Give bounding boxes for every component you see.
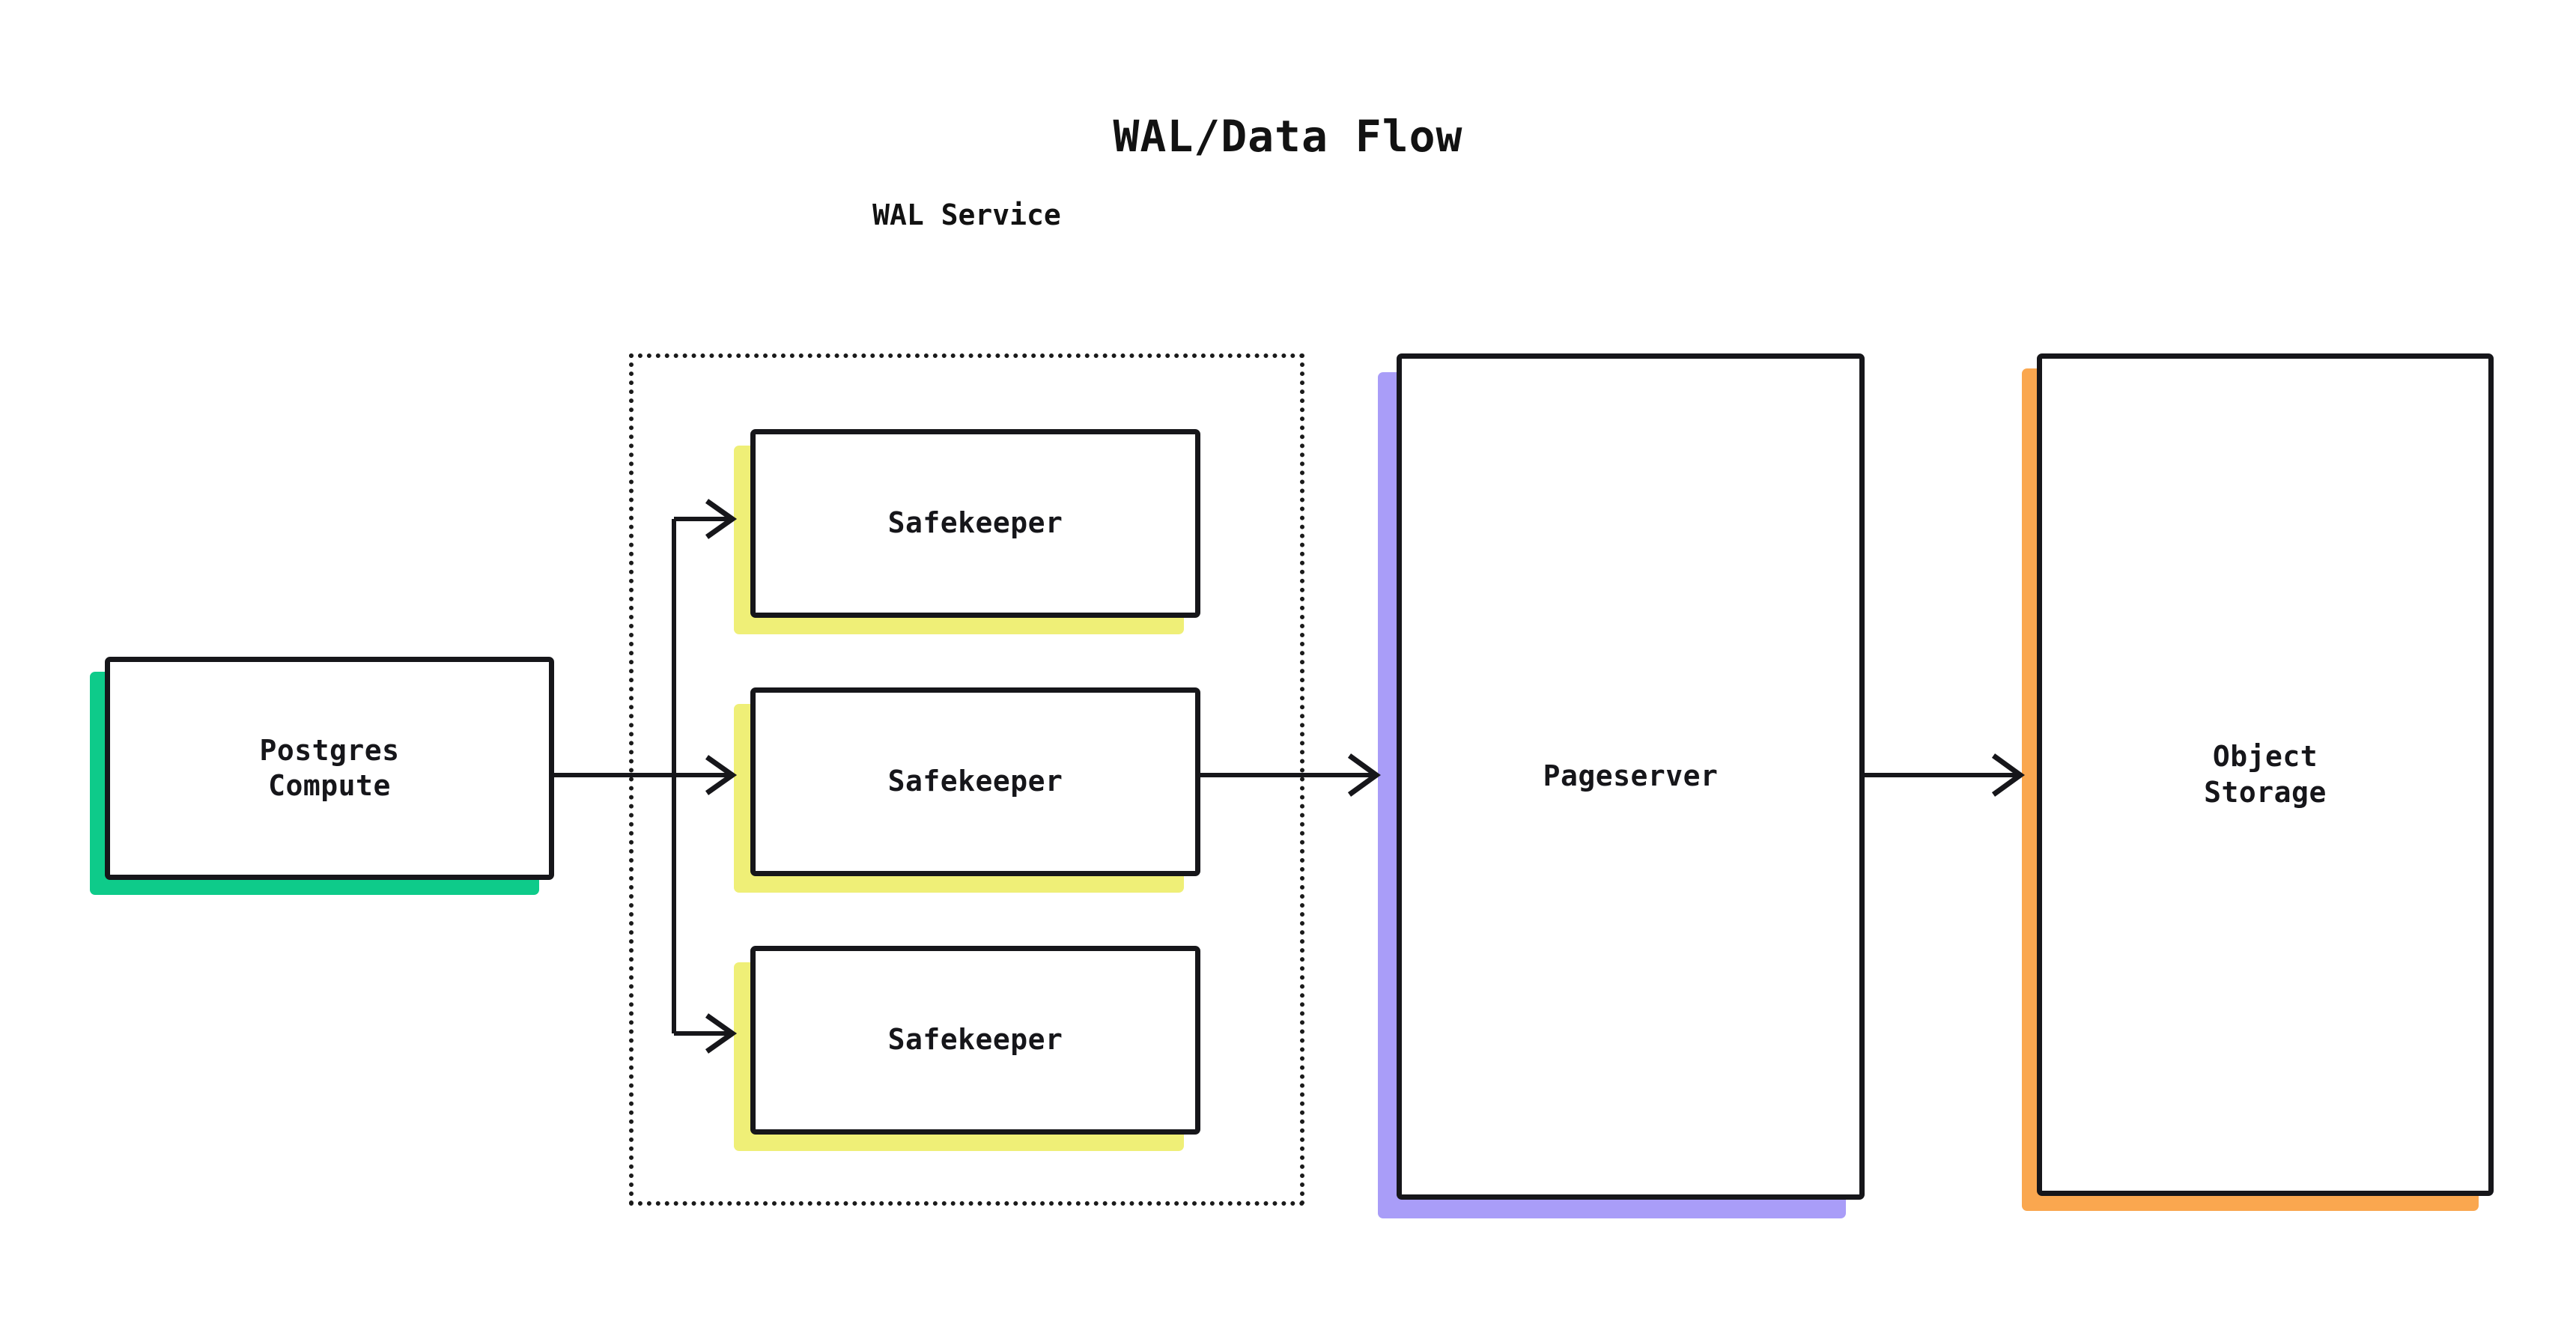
node-safekeeper-3[interactable]: Safekeeper [750, 946, 1200, 1135]
node-object-storage-label: Object Storage [2204, 740, 2327, 809]
node-pageserver[interactable]: Pageserver [1397, 353, 1865, 1200]
node-postgres-compute-label: Postgres Compute [259, 733, 400, 803]
group-container-wal-service [629, 353, 1304, 1206]
node-object-storage[interactable]: Object Storage [2037, 353, 2494, 1196]
node-safekeeper-2-label: Safekeeper [887, 765, 1063, 798]
node-safekeeper-1[interactable]: Safekeeper [750, 429, 1200, 618]
node-safekeeper-2[interactable]: Safekeeper [750, 687, 1200, 876]
node-safekeeper-3-label: Safekeeper [887, 1023, 1063, 1057]
page-title: WAL/Data Flow [1113, 111, 1463, 162]
arrowhead-pageserver [1347, 753, 1381, 797]
node-postgres-compute[interactable]: Postgres Compute [105, 657, 554, 880]
group-label-wal-service: WAL Service [872, 198, 1061, 231]
arrowhead-object-storage [1991, 753, 2025, 797]
node-pageserver-label: Pageserver [1543, 759, 1719, 793]
node-safekeeper-1-label: Safekeeper [887, 506, 1063, 540]
